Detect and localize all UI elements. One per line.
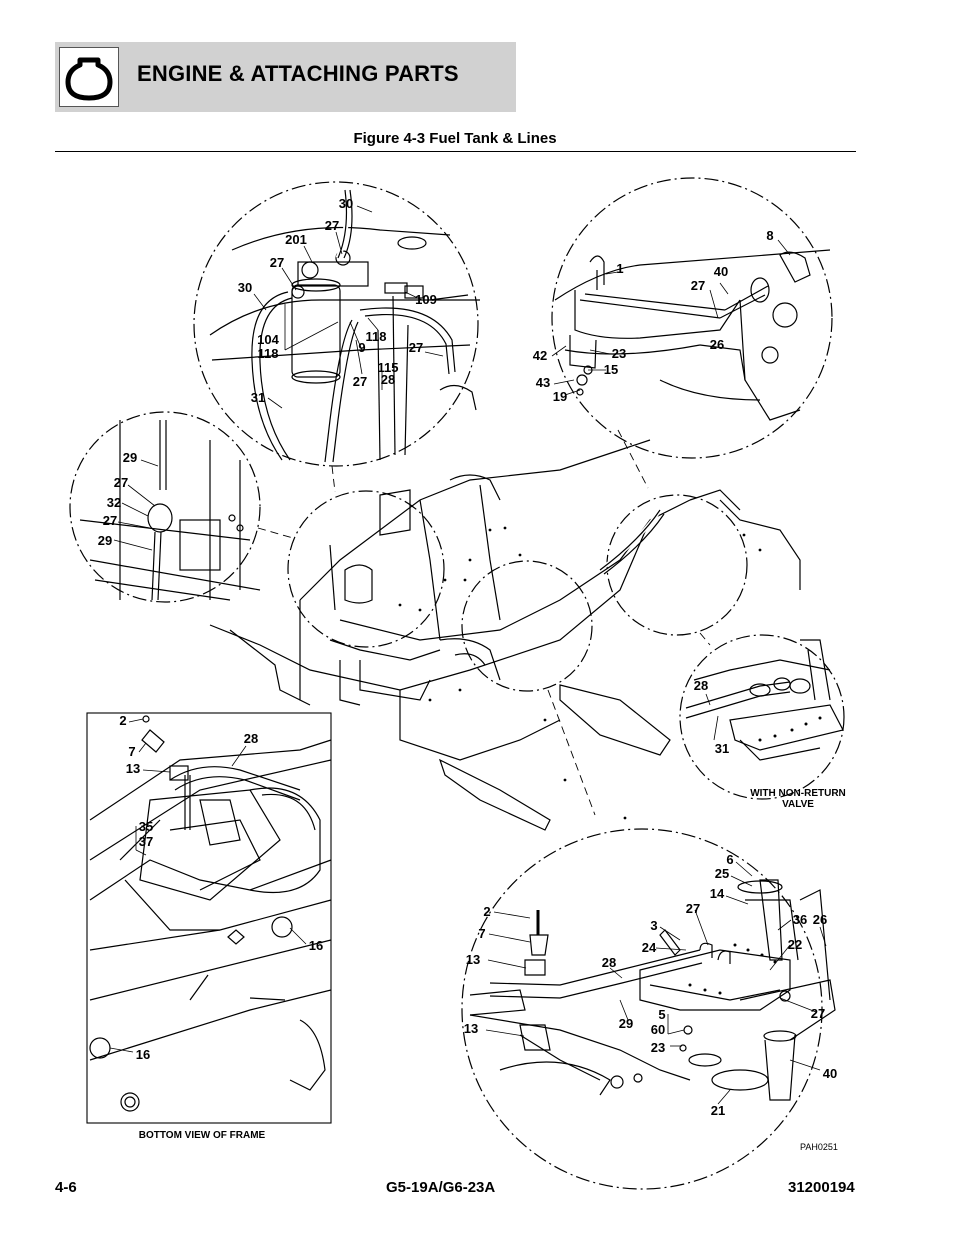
caption-rule: [55, 151, 856, 152]
tank-flange-holes: [688, 716, 822, 995]
callout-label: 13: [126, 761, 140, 776]
engine-icon: [59, 47, 119, 107]
callout-label: 118: [258, 346, 279, 361]
callout-label: 14: [710, 886, 725, 901]
callout-label: 23: [612, 346, 626, 361]
fuel-filter-detail: [209, 189, 480, 463]
inline-valve-detail: [79, 420, 261, 601]
document-number: 31200194: [788, 1179, 855, 1196]
drawing-code: PAH0251: [800, 1142, 838, 1152]
callout-label: 201: [285, 232, 307, 247]
callout-label: 60: [651, 1022, 665, 1037]
callout-label: 7: [128, 744, 135, 759]
callout-label: 31: [715, 741, 729, 756]
callout-label: 6: [726, 852, 733, 867]
callout-label: 27: [811, 1006, 825, 1021]
callout-label: 27: [353, 374, 367, 389]
callout-label: 8: [766, 228, 773, 243]
callout-label: 27: [114, 475, 128, 490]
callout-label: 32: [107, 495, 121, 510]
callout-label: 5: [658, 1007, 665, 1022]
callout-label: 37: [139, 834, 153, 849]
callout-label: 23: [651, 1040, 665, 1055]
callout-label: 109: [415, 292, 437, 307]
callout-label: 27: [686, 901, 700, 916]
page-number: 4-6: [55, 1179, 77, 1196]
callout-label: 16: [136, 1047, 150, 1062]
callout-label: 3: [650, 918, 657, 933]
callout-label: 21: [711, 1103, 725, 1118]
callout-label: 1: [616, 261, 623, 276]
callout-label: 30: [339, 196, 353, 211]
callout-label: 19: [553, 389, 567, 404]
callout-label: 28: [694, 678, 708, 693]
bottom-view-note: BOTTOM VIEW OF FRAME: [139, 1130, 266, 1141]
frame-holes: [398, 526, 762, 820]
callout-label: 28: [602, 955, 616, 970]
callout-label: 43: [536, 375, 550, 390]
non-return-valve-note: WITH NON-RETURN: [750, 788, 846, 799]
callout-label: 26: [813, 912, 827, 927]
fill-neck-detail: [554, 249, 831, 421]
callout-label: 29: [619, 1016, 633, 1031]
callout-label: 29: [123, 450, 137, 465]
callout-label: 13: [466, 952, 480, 967]
bottom-view-detail: [89, 715, 332, 1112]
callout-label: 30: [238, 280, 252, 295]
header-band: [55, 42, 516, 112]
callout-label: 40: [714, 264, 728, 279]
callout-label: 28: [244, 731, 258, 746]
bottom-view-frame: [86, 712, 332, 1124]
model-number: G5-19A/G6-23A: [386, 1179, 496, 1196]
callout-label: 26: [710, 337, 724, 352]
callout-label: 25: [715, 866, 729, 881]
callout-label: 7: [478, 926, 485, 941]
leader-lines: [109, 205, 827, 1105]
section-title: ENGINE & ATTACHING PARTS: [137, 61, 459, 86]
detail-circles: [69, 177, 845, 1190]
callout-label: 2: [119, 713, 126, 728]
callout-label: 42: [533, 348, 547, 363]
callout-label: 27: [103, 513, 117, 528]
callout-label: 24: [642, 940, 657, 955]
callout-label: 16: [309, 938, 323, 953]
callout-label: 27: [270, 255, 284, 270]
valve-note: VALVE: [782, 799, 814, 810]
callout-label: 2: [483, 904, 490, 919]
callout-label: 13: [464, 1021, 478, 1036]
callout-label: 15: [604, 362, 618, 377]
callout-label: 27: [691, 278, 705, 293]
callout-label: 31: [251, 390, 265, 405]
non-return-valve-detail: [685, 639, 844, 761]
callout-label: 28: [381, 372, 395, 387]
callout-label: 36: [793, 912, 807, 927]
fuel-tank-detail: [469, 879, 836, 1101]
callout-label: 27: [325, 218, 339, 233]
callout-label: 40: [823, 1066, 837, 1081]
main-frame: [209, 439, 801, 831]
callout-label: 22: [788, 937, 802, 952]
figure-caption: Figure 4-3 Fuel Tank & Lines: [353, 130, 557, 147]
callout-label: 115: [378, 360, 399, 375]
callout-label: 9: [358, 340, 365, 355]
detail-connectors: [257, 429, 711, 816]
callout-label: 27: [409, 340, 423, 355]
callout-label: 104: [257, 332, 279, 347]
callout-label: 35: [139, 819, 153, 834]
callout-label: 29: [98, 533, 112, 548]
callout-label: 118: [366, 329, 387, 344]
